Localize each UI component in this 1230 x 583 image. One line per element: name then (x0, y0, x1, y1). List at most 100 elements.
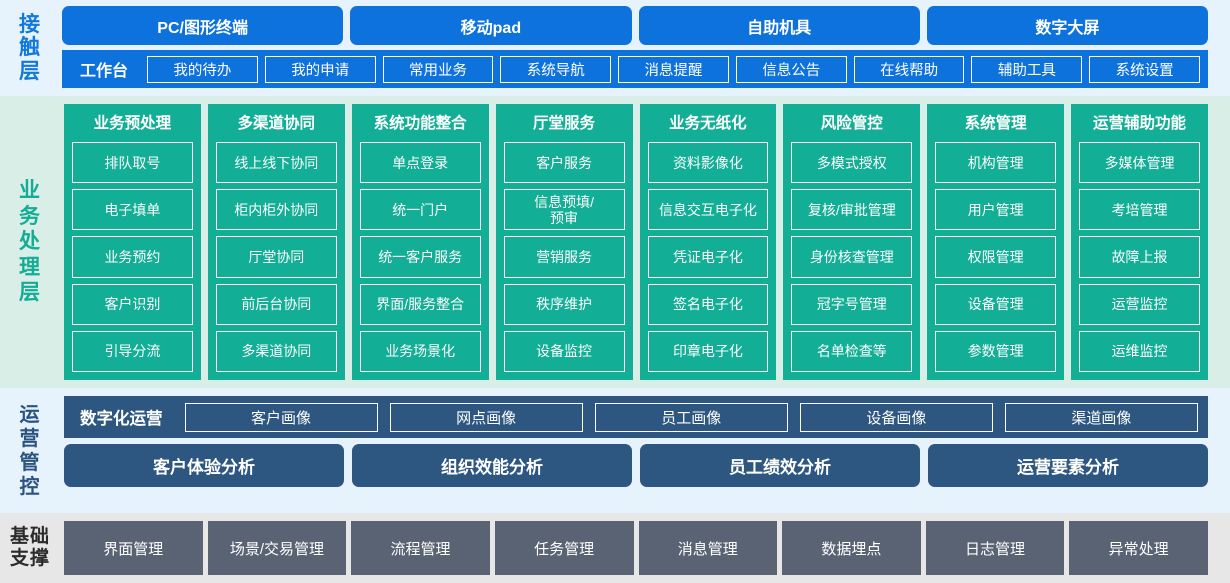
biz-item[interactable]: 设备管理 (935, 283, 1057, 325)
biz-item[interactable]: 柜内柜外协同 (215, 189, 337, 231)
ops-layer-label: 运 营 管 控 (0, 396, 60, 505)
biz-col-title: 业务预处理 (93, 115, 172, 132)
biz-item[interactable]: 签名电子化 (647, 283, 769, 325)
base-item-process-management[interactable]: 流程管理 (351, 521, 490, 575)
biz-item[interactable]: 业务预约 (72, 236, 193, 278)
biz-col-system-integration: 系统功能整合 单点登录 统一门户 统一客户服务 界面/服务整合 业务场景化 (351, 104, 489, 380)
terminal-pc[interactable]: PC/图形终端 (62, 6, 344, 45)
biz-item[interactable]: 单点登录 (359, 142, 481, 184)
business-layer-label-char: 层 (19, 281, 41, 305)
analysis-ops-factors[interactable]: 运营要素分析 (928, 444, 1208, 487)
base-items-row: 界面管理 场景/交易管理 流程管理 任务管理 消息管理 数据埋点 日志管理 异常… (64, 521, 1208, 575)
biz-item[interactable]: 身份核查管理 (791, 236, 913, 278)
biz-col-multichannel: 多渠道协同 线上线下协同 柜内柜外协同 厅堂协同 前后台协同 多渠道协同 (207, 104, 345, 380)
workbench-item-my-todo[interactable]: 我的待办 (147, 55, 258, 83)
business-layer-label-char: 务 (19, 204, 41, 228)
workbench-item-common-business[interactable]: 常用业务 (382, 55, 494, 83)
base-item-exception-handling[interactable]: 异常处理 (1069, 521, 1208, 575)
workbench-item-aux-tools[interactable]: 辅助工具 (971, 55, 1083, 83)
biz-item[interactable]: 复核/审批管理 (791, 189, 913, 231)
base-item-scenario-transaction[interactable]: 场景/交易管理 (207, 521, 347, 575)
business-layer-label-char: 理 (19, 255, 41, 279)
biz-item[interactable]: 考培管理 (1079, 189, 1200, 231)
terminal-mobile-pad[interactable]: 移动pad (350, 6, 632, 45)
touch-layer-content: PC/图形终端 移动pad 自助机具 数字大屏 工作台 我的待办 我的申请 常用… (60, 6, 1230, 90)
biz-item[interactable]: 业务场景化 (359, 330, 481, 373)
terminal-row: PC/图形终端 移动pad 自助机具 数字大屏 (62, 6, 1208, 45)
workbench-item-my-application[interactable]: 我的申请 (264, 55, 376, 83)
workbench-item-system-nav[interactable]: 系统导航 (500, 55, 612, 83)
base-layer-label-line: 支撑 (9, 548, 50, 569)
biz-item[interactable]: 厅堂协同 (215, 236, 337, 278)
biz-item[interactable]: 统一门户 (359, 189, 481, 231)
workbench-item-online-help[interactable]: 在线帮助 (853, 55, 965, 83)
business-layer-label-char: 业 (19, 178, 41, 202)
analysis-row: 客户体验分析 组织效能分析 员工绩效分析 运营要素分析 (64, 444, 1208, 487)
workbench-item-system-settings[interactable]: 系统设置 (1089, 55, 1201, 83)
biz-item[interactable]: 权限管理 (935, 236, 1057, 278)
analysis-customer-experience[interactable]: 客户体验分析 (64, 444, 344, 487)
biz-item[interactable]: 机构管理 (935, 142, 1057, 184)
biz-item[interactable]: 名单检查等 (791, 330, 913, 373)
biz-item[interactable]: 运营监控 (1079, 283, 1200, 325)
terminal-digital-screen[interactable]: 数字大屏 (926, 6, 1208, 45)
biz-item[interactable]: 故障上报 (1079, 236, 1200, 278)
workbench-row: 工作台 我的待办 我的申请 常用业务 系统导航 消息提醒 信息公告 在线帮助 辅… (62, 50, 1208, 88)
digital-ops-title: 数字化运营 (80, 410, 163, 428)
base-item-message-management[interactable]: 消息管理 (638, 521, 778, 575)
biz-col-title: 厅堂服务 (533, 115, 596, 132)
biz-item[interactable]: 统一客户服务 (359, 236, 481, 278)
base-item-data-tracking[interactable]: 数据埋点 (782, 521, 921, 575)
biz-item[interactable]: 客户识别 (72, 283, 193, 325)
biz-item[interactable]: 多媒体管理 (1079, 142, 1200, 184)
touch-layer-label-char: 层 (19, 59, 41, 83)
biz-item[interactable]: 线上线下协同 (215, 142, 337, 184)
analysis-org-efficiency[interactable]: 组织效能分析 (352, 444, 632, 487)
business-layer-content: 业务预处理 排队取号 电子填单 业务预约 客户识别 引导分流 多渠道协同 线上线… (60, 104, 1230, 380)
portrait-employee[interactable]: 员工画像 (594, 402, 788, 432)
base-item-task-management[interactable]: 任务管理 (494, 521, 634, 575)
biz-item[interactable]: 资料影像化 (647, 142, 769, 184)
portrait-branch[interactable]: 网点画像 (389, 402, 583, 432)
biz-item[interactable]: 秩序维护 (503, 283, 625, 325)
biz-item[interactable]: 信息预填/ 预审 (503, 189, 625, 231)
biz-col-title: 多渠道协同 (237, 115, 316, 132)
biz-item[interactable]: 凭证电子化 (647, 236, 769, 278)
workbench-item-message-alert[interactable]: 消息提醒 (618, 55, 729, 83)
ops-layer-content: 数字化运营 客户画像 网点画像 员工画像 设备画像 渠道画像 客户体验分析 组织… (60, 396, 1230, 505)
biz-col-title: 系统功能整合 (373, 115, 467, 132)
workbench-item-announcement[interactable]: 信息公告 (735, 55, 847, 83)
biz-item[interactable]: 客户服务 (503, 142, 625, 184)
business-layer-band: 业 务 处 理 层 业务预处理 排队取号 电子填单 业务预约 客户识别 引导分流… (0, 96, 1230, 388)
base-layer-label: 基础 支撑 (0, 521, 60, 575)
terminal-self-service[interactable]: 自助机具 (638, 6, 920, 45)
biz-item[interactable]: 设备监控 (503, 330, 625, 373)
portrait-customer[interactable]: 客户画像 (184, 402, 378, 432)
biz-col-pre-processing: 业务预处理 排队取号 电子填单 业务预约 客户识别 引导分流 (64, 104, 201, 380)
biz-item[interactable]: 参数管理 (935, 330, 1057, 373)
biz-item[interactable]: 前后台协同 (215, 283, 337, 325)
business-columns: 业务预处理 排队取号 电子填单 业务预约 客户识别 引导分流 多渠道协同 线上线… (64, 104, 1208, 380)
analysis-employee-performance[interactable]: 员工绩效分析 (640, 444, 920, 487)
portrait-channel[interactable]: 渠道画像 (1004, 402, 1198, 432)
biz-item[interactable]: 运维监控 (1079, 330, 1200, 373)
ops-layer-label-char: 控 (19, 475, 41, 498)
biz-col-risk-control: 风险管控 多模式授权 复核/审批管理 身份核查管理 冠字号管理 名单检查等 (783, 104, 921, 380)
biz-item[interactable]: 印章电子化 (647, 330, 769, 373)
biz-item[interactable]: 冠字号管理 (791, 283, 913, 325)
biz-item[interactable]: 营销服务 (503, 236, 625, 278)
touch-layer-label-char: 接 (19, 12, 41, 36)
biz-item[interactable]: 多渠道协同 (215, 330, 337, 373)
biz-item[interactable]: 用户管理 (935, 189, 1057, 231)
biz-item[interactable]: 排队取号 (72, 142, 193, 184)
biz-item[interactable]: 引导分流 (72, 330, 193, 373)
portrait-device[interactable]: 设备画像 (799, 402, 993, 432)
biz-item[interactable]: 信息交互电子化 (647, 189, 769, 231)
business-layer-label: 业 务 处 理 层 (0, 104, 60, 380)
base-item-log-management[interactable]: 日志管理 (925, 521, 1065, 575)
biz-item[interactable]: 电子填单 (72, 189, 193, 231)
base-item-ui-management[interactable]: 界面管理 (64, 521, 203, 575)
biz-item[interactable]: 界面/服务整合 (359, 283, 481, 325)
biz-item[interactable]: 多模式授权 (791, 142, 913, 184)
